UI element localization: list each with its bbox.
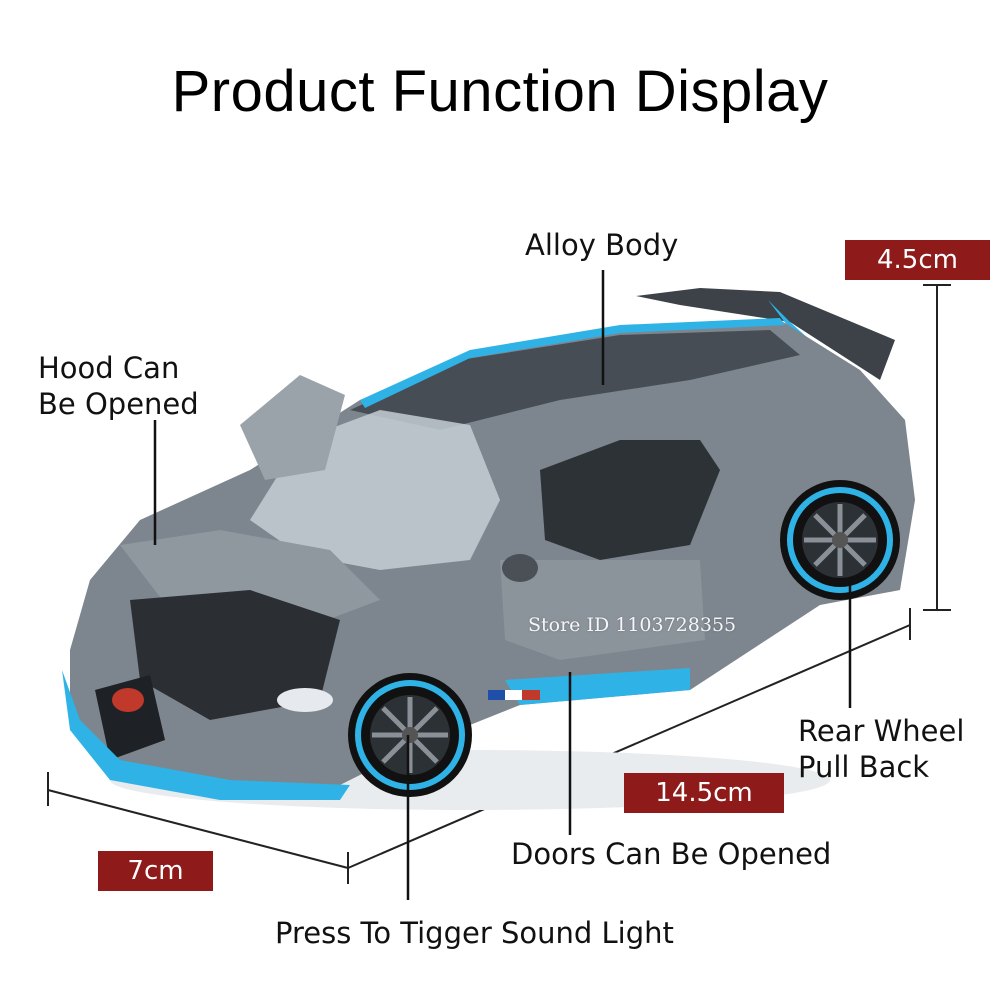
car-model: [62, 288, 915, 810]
rear-wheel: [780, 480, 900, 600]
page-title: Product Function Display: [171, 59, 829, 124]
length-dimension-badge: 14.5cm: [624, 773, 784, 813]
store-watermark: Store ID 1103728355: [528, 614, 737, 636]
dimension-lines: [47, 284, 951, 884]
pointer-lines: [153, 270, 852, 900]
hood-label-line2: Be Opened: [38, 387, 199, 421]
hood-label-line1: Hood Can: [38, 351, 180, 385]
rear-wheel-label-line1: Rear Wheel: [798, 714, 965, 748]
width-dimension-badge: 7cm: [98, 851, 213, 891]
front-wheel: [348, 673, 472, 797]
height-dimension-badge: 4.5cm: [845, 240, 990, 280]
doors-label: Doors Can Be Opened: [511, 837, 832, 871]
rear-wheel-label-line2: Pull Back: [798, 750, 930, 784]
sound-light-label: Press To Tigger Sound Light: [275, 916, 674, 950]
alloy-body-label: Alloy Body: [525, 228, 679, 262]
